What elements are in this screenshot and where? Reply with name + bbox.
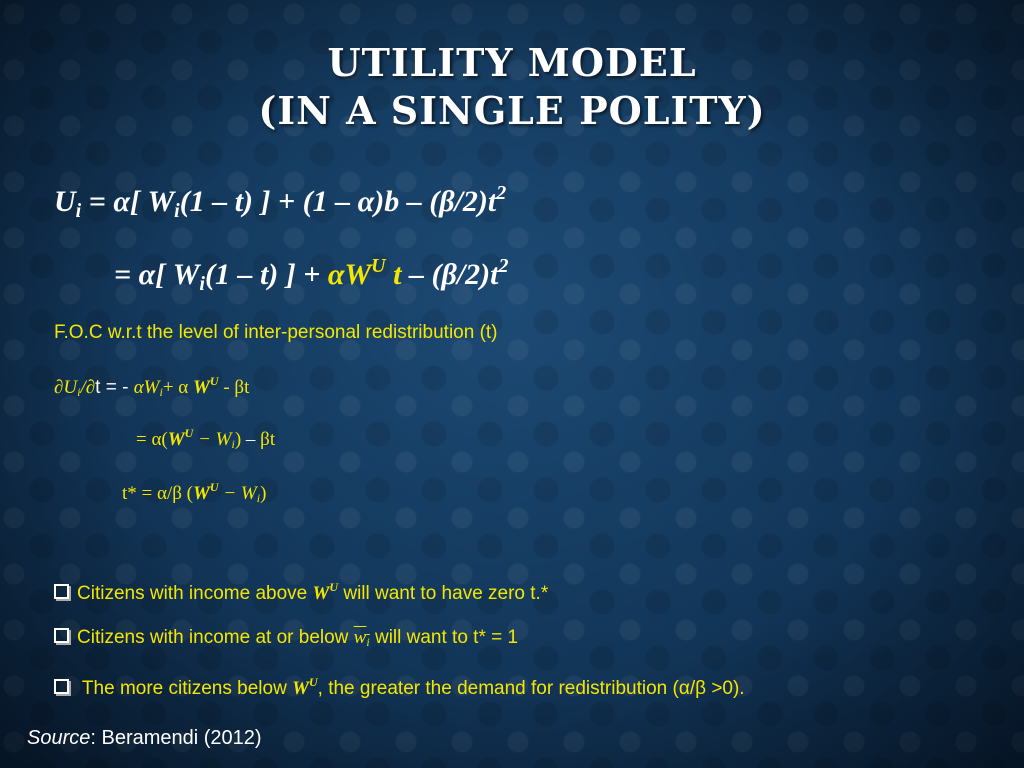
checkbox-bullet-icon <box>54 679 69 694</box>
checkbox-bullet-icon <box>54 584 69 599</box>
slide-title-line2: (IN A SINGLE POLITY) <box>258 88 766 133</box>
derivative-line: ∂Ui/∂t = - αWi+ α WU - βt <box>54 374 250 399</box>
checkbox-bullet-icon <box>54 628 69 643</box>
foc-heading: F.O.C w.r.t the level of inter-personal … <box>54 322 498 343</box>
bullet-item-2: Citizens with income at or below wi will… <box>54 627 518 650</box>
slide-title-line1: UTILITY MODEL <box>327 40 697 85</box>
utility-equation-rewritten: = α[ Wi(1 – t) ] + αWU t – (β/2)t2 <box>114 255 509 295</box>
derivative-simplified: = α(WU − Wi) – βt <box>136 426 276 451</box>
bullet-item-3: The more citizens below WU, the greater … <box>54 675 745 700</box>
bullet-item-1: Citizens with income above WU will want … <box>54 580 548 605</box>
optimal-tax-line: t* = α/β (WU − Wi) <box>122 480 267 505</box>
source-citation: Source: Beramendi (2012) <box>27 727 262 749</box>
utility-equation: Ui = α[ Wi(1 – t) ] + (1 – α)b – (β/2)t2 <box>54 182 507 222</box>
